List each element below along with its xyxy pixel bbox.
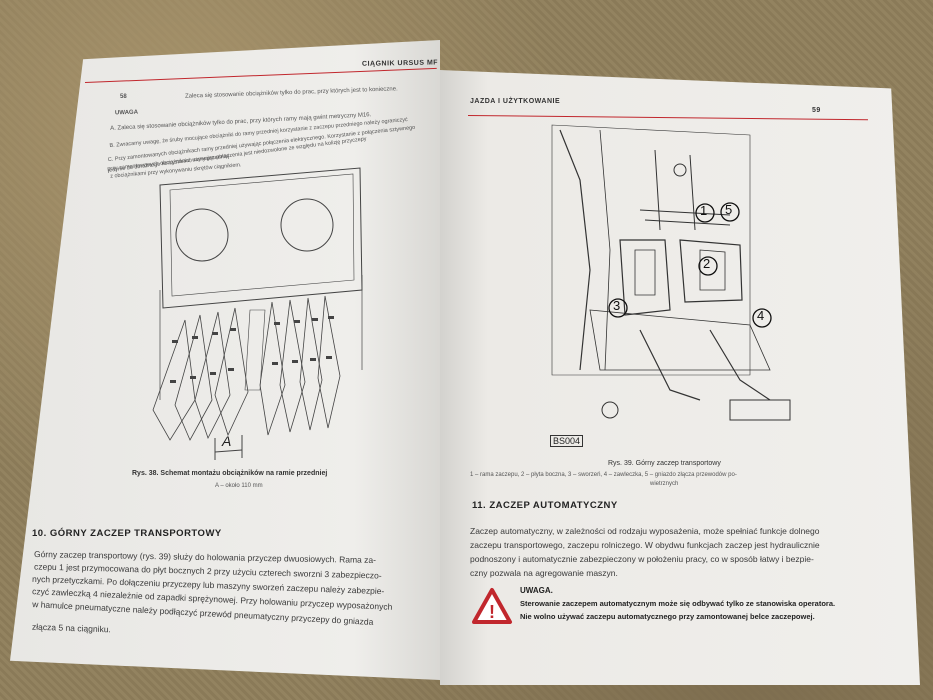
figure-39-number-5: 5 xyxy=(725,202,733,217)
hitch-frame xyxy=(619,239,671,316)
right-section-line: Zaczep automatyczny, w zależności od rod… xyxy=(470,526,820,536)
right-section-line: podnoszony i automatycznie zabezpieczony… xyxy=(470,554,814,564)
figure-39-caption: Rys. 39. Górny zaczep transportowy xyxy=(608,460,721,467)
figure-39-legend-line: wietrznych xyxy=(650,481,679,487)
right-page-number: 59 xyxy=(812,107,821,114)
left-page: CIĄGNIK URSUS MF 255 58 Zaleca się stoso… xyxy=(10,40,440,680)
figure-39-code: BS004 xyxy=(550,435,584,447)
right-warning-line: Nie wolno używać zaczepu automatycznego … xyxy=(520,612,815,621)
right-warning-line: Sterowanie zaczepem automatycznym może s… xyxy=(520,599,836,608)
left-page-number: 58 xyxy=(120,94,127,100)
figure-39-number-4: 4 xyxy=(757,308,765,323)
figure-39-number-2: 2 xyxy=(703,256,711,271)
upper-transport-hitch-figure xyxy=(551,124,791,421)
figure-frame xyxy=(551,124,751,376)
right-section-line: zaczepu transportowego, zaczepu rolnicze… xyxy=(470,540,820,550)
left-section-heading: 10. GÓRNY ZACZEP TRANSPORTOWY xyxy=(32,528,222,539)
front-frame-plate xyxy=(159,167,363,309)
right-header-title: JAZDA I UŻYTKOWANIE xyxy=(470,98,561,105)
figure-39-number-3: 3 xyxy=(613,298,621,313)
left-section-line: złącza 5 na ciągniku. xyxy=(31,621,112,635)
figure-38-dim-label: A xyxy=(222,433,232,449)
warning-triangle-icon: ! xyxy=(472,588,512,624)
right-section-line: czny pozwala na agregowanie maszyn. xyxy=(470,568,618,578)
figure-38-caption: Rys. 38. Schemat montażu obciążników na … xyxy=(132,470,328,477)
figure-39-number-1: 1 xyxy=(700,203,708,218)
right-section-heading: 11. ZACZEP AUTOMATYCZNY xyxy=(472,500,618,511)
right-warning-title: UWAGA. xyxy=(520,586,553,595)
right-page: JAZDA I UŻYTKOWANIE 59 xyxy=(440,70,920,685)
front-weights-figure xyxy=(152,167,363,460)
figure-38-subcaption: A – około 110 mm xyxy=(215,483,263,489)
svg-text:!: ! xyxy=(489,602,495,622)
figure-39-legend-line: 1 – rama zaczepu, 2 – płyta boczna, 3 – … xyxy=(470,472,737,478)
